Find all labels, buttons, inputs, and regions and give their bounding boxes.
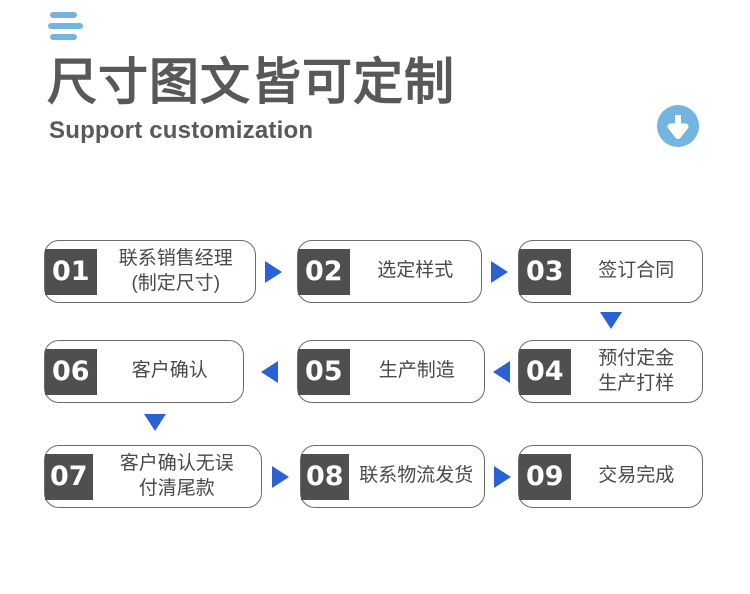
flow-step-08-label: 联系物流发货 <box>359 465 474 487</box>
arrow-06-to-07 <box>144 414 166 431</box>
flow-step-02[interactable]: 02 选定样式 <box>297 240 482 303</box>
flow-step-05[interactable]: 05 生产制造 <box>297 340 485 403</box>
flow-step-05-label: 生产制造 <box>378 360 455 382</box>
flow-step-02-number: 02 <box>298 248 350 295</box>
page-title: 尺寸图文皆可定制 <box>47 54 455 110</box>
hamburger-bar-middle <box>48 23 83 29</box>
arrow-05-to-06 <box>261 361 278 383</box>
flow-step-07-number: 07 <box>45 453 93 500</box>
flow-step-03-label: 签订合同 <box>598 260 675 282</box>
flow-step-04-label: 预付定金 生产打样 <box>598 348 675 394</box>
flow-step-03-number: 03 <box>519 248 571 295</box>
flow-step-04[interactable]: 04 预付定金 生产打样 <box>518 340 703 403</box>
flow-step-04-number: 04 <box>519 348 571 395</box>
hamburger-bar-top <box>50 12 77 18</box>
circle-arrow-down-icon <box>657 105 699 147</box>
flow-step-02-label: 选定样式 <box>377 260 454 282</box>
hamburger-list-icon <box>48 12 90 44</box>
arrow-07-to-08 <box>272 466 289 488</box>
flow-step-01-label: 联系销售经理 (制定尺寸) <box>118 248 233 294</box>
arrow-04-to-05 <box>493 361 510 383</box>
flow-step-09-number: 09 <box>519 453 571 500</box>
flow-step-06[interactable]: 06 客户确认 <box>44 340 244 403</box>
flow-step-08-number: 08 <box>301 453 349 500</box>
arrow-01-to-02 <box>265 261 282 283</box>
flow-step-07[interactable]: 07 客户确认无误 付清尾款 <box>44 445 262 508</box>
hamburger-bar-bottom <box>50 34 77 40</box>
flow-step-01[interactable]: 01 联系销售经理 (制定尺寸) <box>44 240 256 303</box>
page-subtitle: Support customization <box>49 117 314 144</box>
flow-step-05-number: 05 <box>298 348 350 395</box>
page-header: 尺寸图文皆可定制 Support customization <box>0 0 750 175</box>
flow-step-08[interactable]: 08 联系物流发货 <box>300 445 485 508</box>
flow-step-06-number: 06 <box>45 348 97 395</box>
flow-step-09-label: 交易完成 <box>598 465 675 487</box>
flow-step-06-label: 客户确认 <box>131 360 208 382</box>
flow-step-07-label: 客户确认无误 付清尾款 <box>119 453 234 499</box>
flow-step-01-number: 01 <box>45 248 97 295</box>
arrow-02-to-03 <box>491 261 508 283</box>
flow-step-03[interactable]: 03 签订合同 <box>518 240 703 303</box>
flow-step-09[interactable]: 09 交易完成 <box>518 445 703 508</box>
arrow-08-to-09 <box>494 466 511 488</box>
arrow-03-to-04 <box>600 312 622 329</box>
